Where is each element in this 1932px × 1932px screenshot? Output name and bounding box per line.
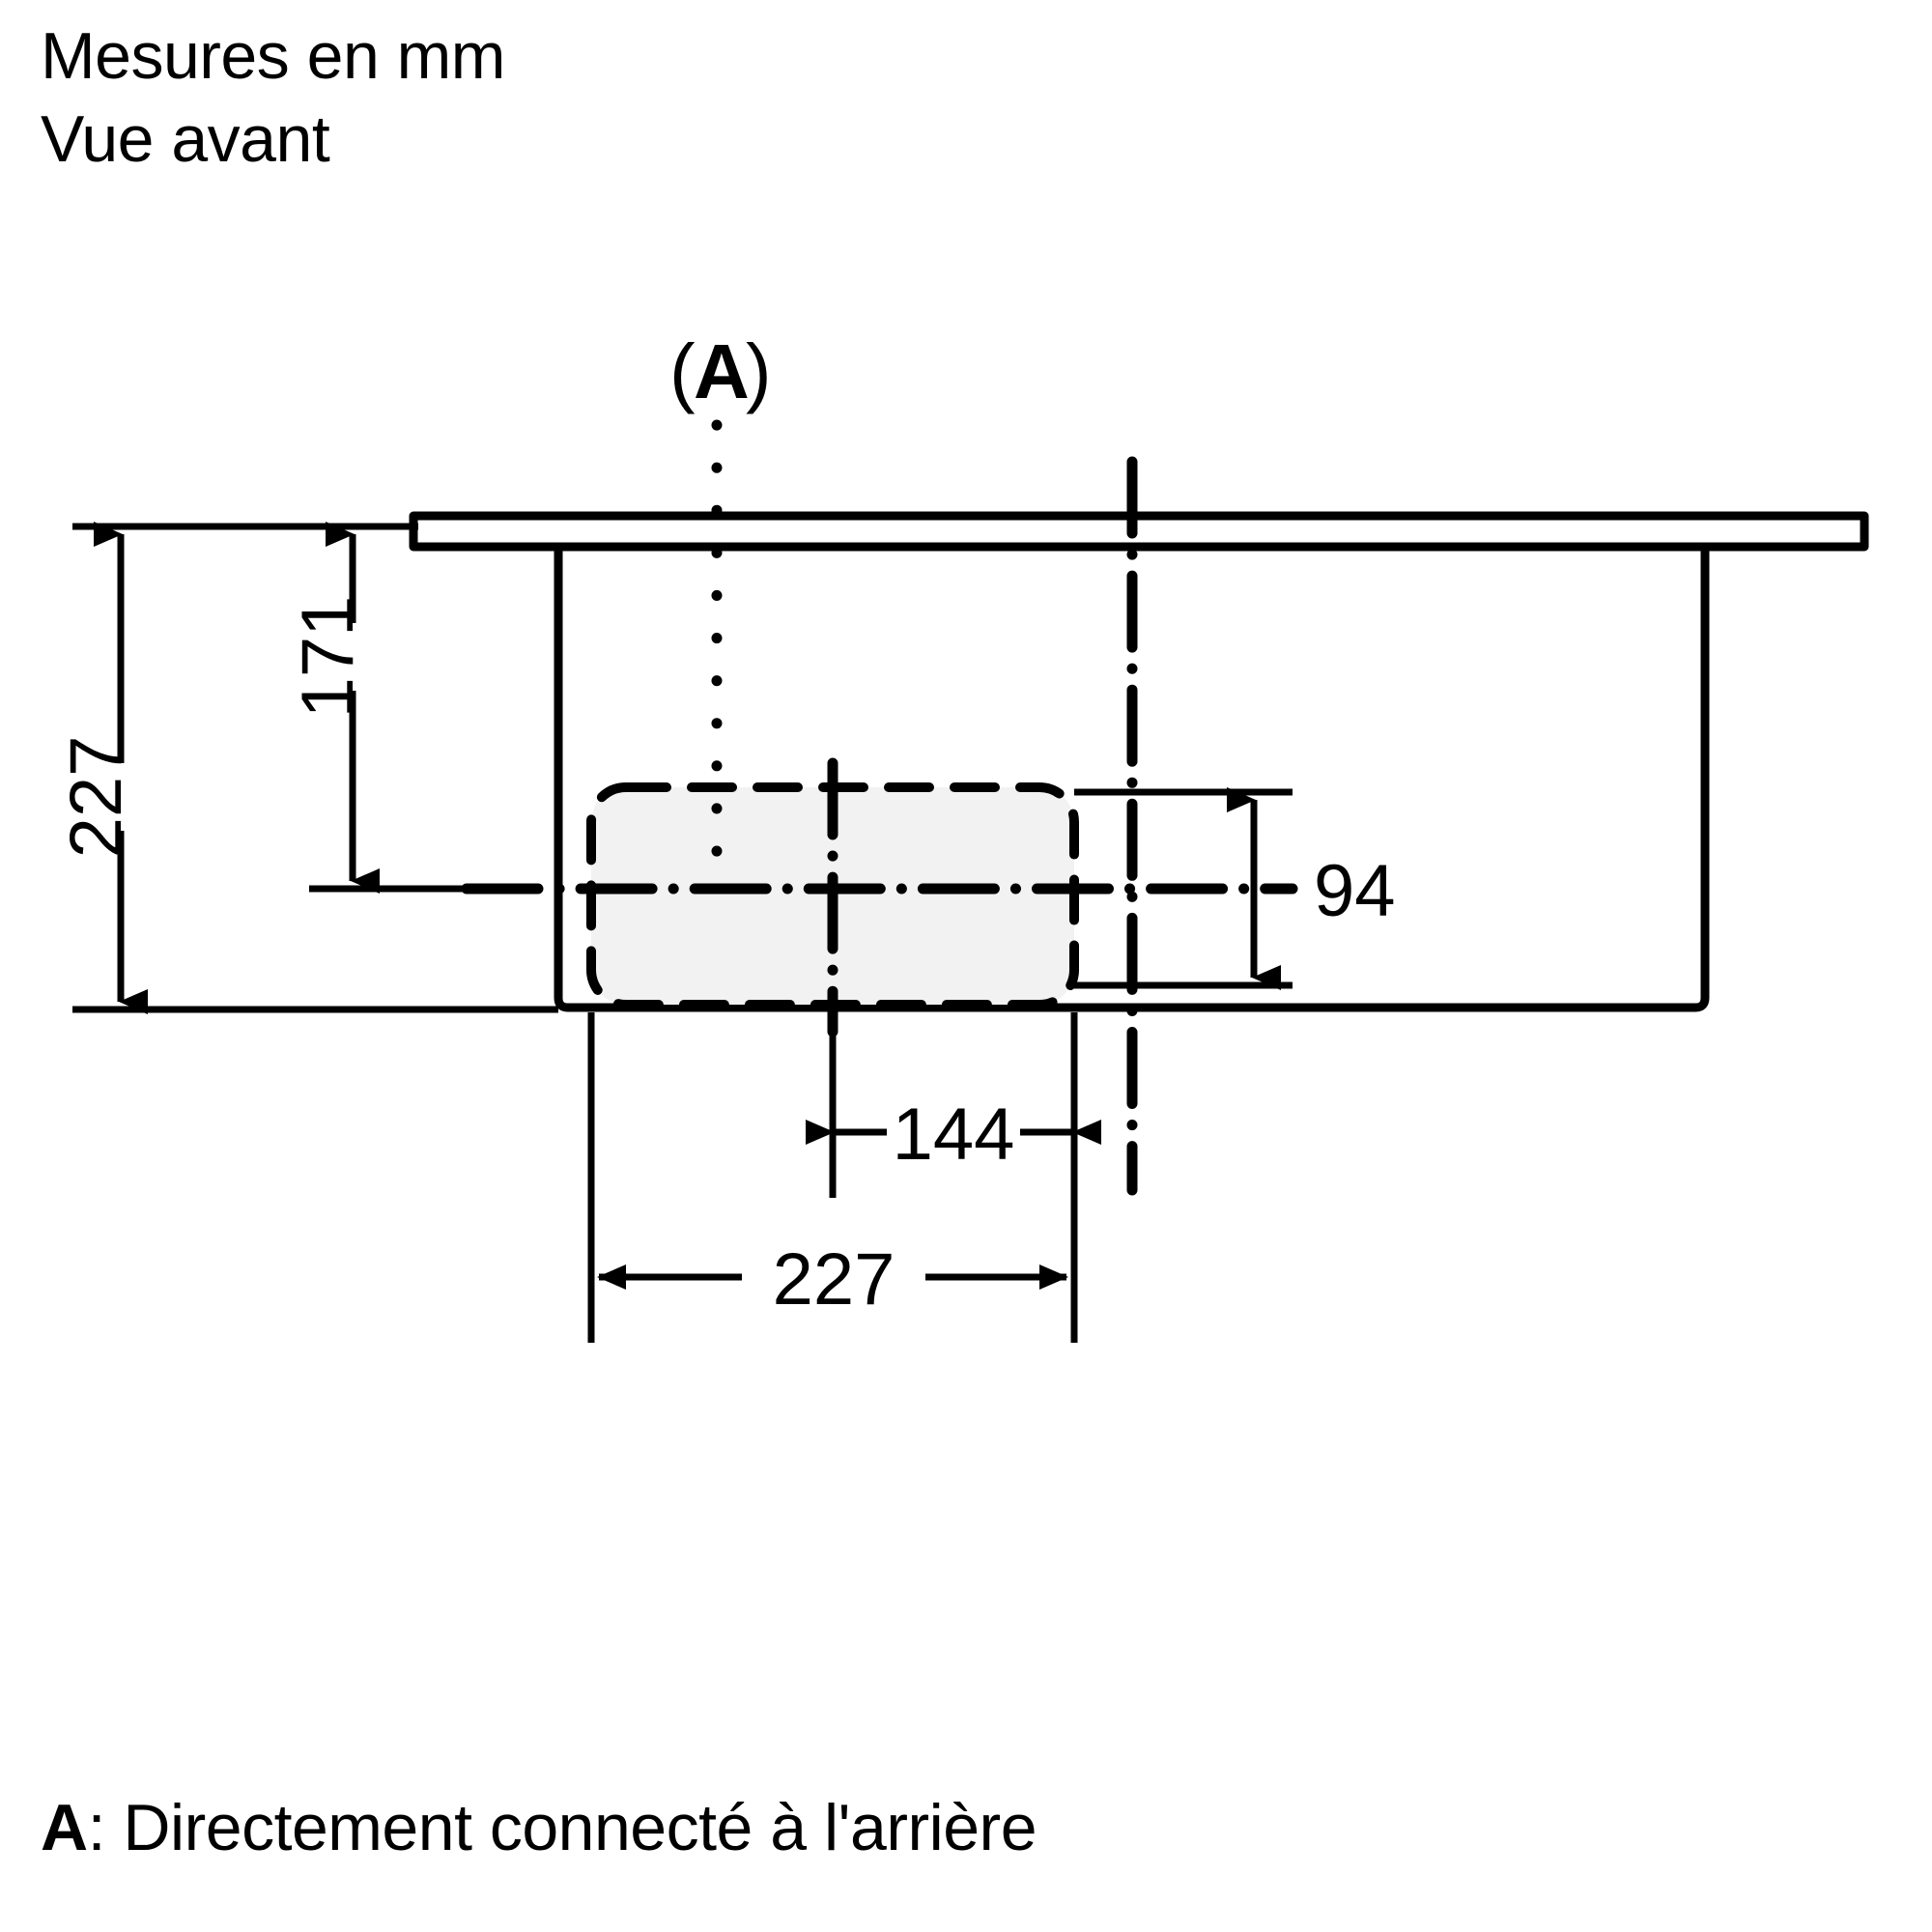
- dimension-box-offset: 144: [806, 1012, 1101, 1198]
- footnote-text: : Directement connecté à l'arrière: [87, 1791, 1037, 1864]
- footnote-marker: A: [41, 1791, 88, 1864]
- callout-letter: A: [694, 328, 750, 414]
- worktop-plate: [409, 511, 1869, 552]
- dimension-box-width: 227: [587, 1012, 1078, 1343]
- callout-open-paren: (: [669, 328, 696, 414]
- dimension-box-height: 94: [1074, 787, 1396, 990]
- dimension-label-overall-height: 227: [55, 736, 137, 859]
- callout-a-label: ( A ): [669, 328, 772, 414]
- dimension-label-box-offset: 144: [893, 1094, 1015, 1176]
- dimension-inner-height: 171: [287, 522, 470, 894]
- callout-close-paren: ): [746, 328, 772, 414]
- dimension-label-inner-height: 171: [287, 596, 369, 719]
- page-title-view: Vue avant: [41, 102, 330, 176]
- dimension-label-box-width: 227: [773, 1238, 895, 1321]
- footnote-a: A: Directement connecté à l'arrière: [41, 1795, 1037, 1861]
- page-title-units: Mesures en mm: [41, 19, 505, 93]
- dimension-label-box-height: 94: [1314, 850, 1396, 932]
